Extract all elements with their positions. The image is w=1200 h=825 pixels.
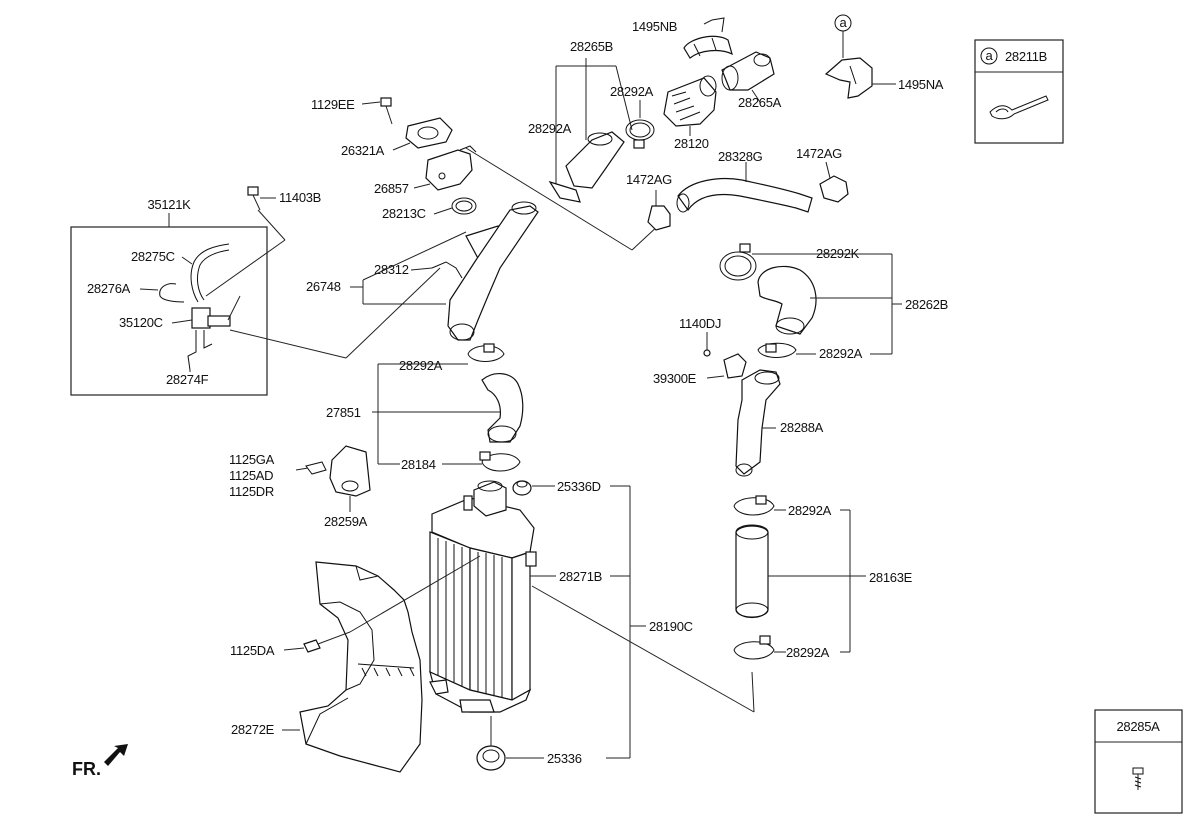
label-28190C: 28190C	[649, 619, 693, 634]
label-28213C: 28213C	[382, 206, 426, 221]
label-1125DA: 1125DA	[230, 643, 275, 658]
callout-a-marker: a	[986, 48, 994, 63]
label-28272E: 28272E	[231, 722, 275, 737]
label-28271B: 28271B	[559, 569, 602, 584]
air-guide-28272E	[299, 561, 423, 773]
label-28259A: 28259A	[324, 514, 368, 529]
label-28265A: 28265A	[738, 95, 782, 110]
label-1125GA: 1125GA	[229, 452, 275, 467]
label-28292A-mid-left: 28292A	[399, 358, 443, 373]
label-1125DR: 1125DR	[229, 484, 274, 499]
label-28184: 28184	[401, 457, 436, 472]
label-1495NB: 1495NB	[632, 19, 677, 34]
box-35121K: 35121K	[70, 197, 441, 396]
label-28120: 28120	[674, 136, 709, 151]
label-28292A-lower-top: 28292A	[788, 503, 832, 518]
label-28274F: 28274F	[166, 372, 209, 387]
bracket-28259A	[295, 445, 371, 512]
top-marker-a: a	[840, 15, 848, 30]
label-28276A: 28276A	[87, 281, 131, 296]
hose-28265B-group	[548, 58, 655, 203]
label-26857: 26857	[374, 181, 409, 196]
bolt-11403B	[205, 186, 286, 297]
label-1129EE: 1129EE	[311, 97, 355, 112]
label-35121K: 35121K	[147, 197, 191, 212]
label-28292A-top: 28292A	[610, 84, 654, 99]
label-1472AG-left: 1472AG	[626, 172, 672, 187]
label-28292A-mid-right: 28292A	[819, 346, 863, 361]
grommet-25336	[476, 716, 544, 771]
label-28312: 28312	[374, 262, 409, 277]
hose-28328G	[647, 161, 849, 231]
hose-27851-group	[372, 343, 524, 472]
label-28292K: 28292K	[816, 246, 860, 261]
bolt-1125DA	[283, 555, 481, 653]
front-arrow-icon	[104, 744, 128, 766]
front-direction-indicator: FR.	[72, 744, 128, 779]
label-28285A: 28285A	[1116, 719, 1160, 734]
callout-box-28285A: 28285A	[1094, 709, 1183, 814]
label-27851: 27851	[326, 405, 361, 420]
clamp-1495NB	[683, 17, 733, 59]
label-28275C: 28275C	[131, 249, 175, 264]
turbo-outlet-assembly	[380, 97, 661, 341]
callout-box-28211B: a 28211B	[974, 39, 1064, 144]
label-28288A: 28288A	[780, 420, 824, 435]
label-28292A-left-top: 28292A	[528, 121, 572, 136]
label-26748: 26748	[306, 279, 341, 294]
label-39300E: 39300E	[653, 371, 697, 386]
hose-28120	[663, 75, 717, 136]
label-25336D: 25336D	[557, 479, 601, 494]
label-35120C: 35120C	[119, 315, 163, 330]
label-28292A-lower-bot: 28292A	[786, 645, 830, 660]
hose-28262B-group	[719, 243, 902, 358]
label-1495NA: 1495NA	[898, 77, 944, 92]
label-1125AD: 1125AD	[229, 468, 273, 483]
hose-28163E-group	[733, 495, 866, 660]
label-28328G: 28328G	[718, 149, 763, 164]
label-26321A: 26321A	[341, 143, 385, 158]
grommet-25336D	[512, 480, 532, 496]
label-28211B: 28211B	[1005, 49, 1047, 64]
intercooler-28271B	[429, 480, 755, 713]
label-11403B: 11403B	[279, 190, 321, 205]
label-28265B: 28265B	[570, 39, 613, 54]
label-28163E: 28163E	[869, 570, 913, 585]
hose-28265A	[721, 51, 775, 103]
clamp-1495NA: a	[824, 14, 896, 99]
bracket-28190C	[606, 485, 646, 759]
label-1140DJ: 1140DJ	[679, 316, 721, 331]
label-25336: 25336	[547, 751, 582, 766]
sensor-pipe-group	[703, 332, 781, 477]
label-1472AG-right: 1472AG	[796, 146, 842, 161]
fr-label: FR.	[72, 759, 101, 779]
label-28262B: 28262B	[905, 297, 948, 312]
